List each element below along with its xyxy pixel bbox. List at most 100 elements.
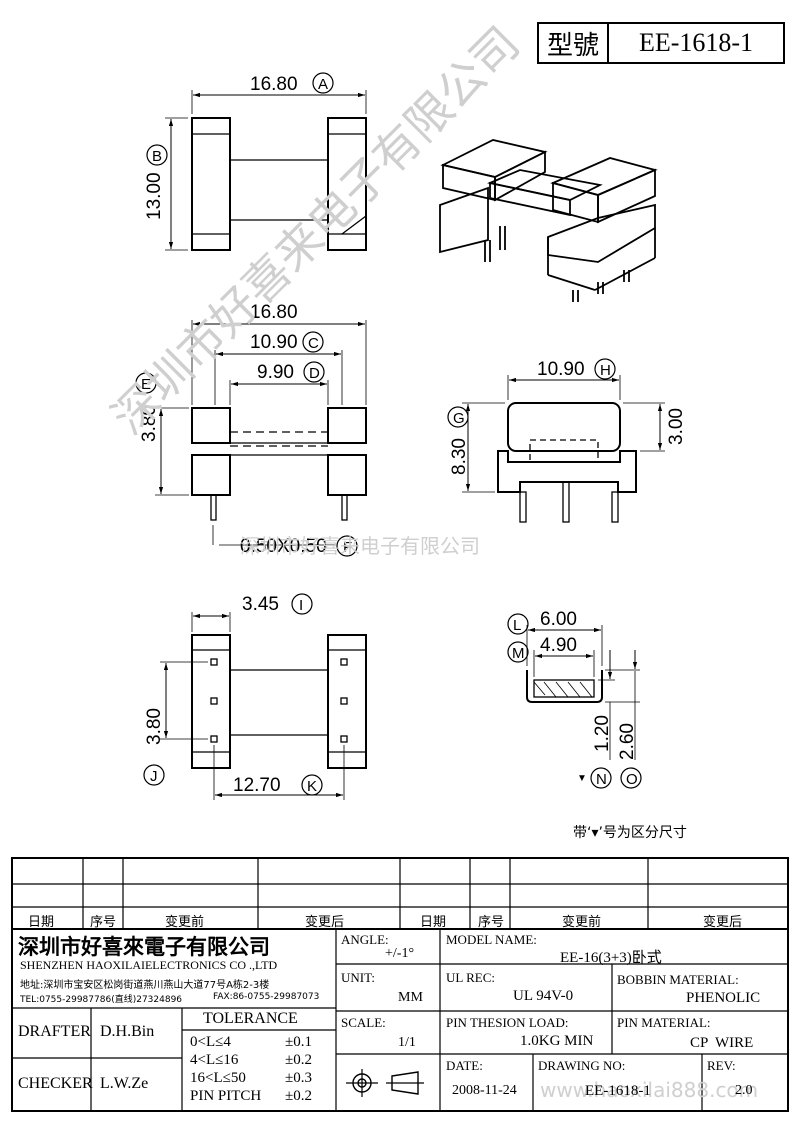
company-fax: FAX:86-0755-29987073	[213, 992, 320, 1002]
rev-header-seq-2: 序号	[478, 914, 505, 929]
angle-value: +/-1°	[385, 946, 415, 961]
bobbin-label: BOBBIN MATERIAL:	[617, 972, 739, 987]
isometric-view	[439, 139, 658, 302]
pin-load-value: 1.0KG MIN	[520, 1033, 594, 1049]
label-B: B	[146, 144, 168, 166]
date-value: 2008-11-24	[452, 1083, 517, 1098]
dim-L: 6.00	[540, 609, 577, 630]
dim-C: 10.90	[250, 332, 298, 353]
label-H: H	[594, 358, 616, 380]
rev-header-before-1: 变更前	[165, 914, 205, 929]
svg-text:D: D	[309, 365, 320, 382]
dim-F: 0.50X0.50	[240, 536, 327, 557]
rev-header-date-1: 日期	[28, 914, 55, 929]
title-block-grid	[11, 857, 789, 1112]
top-view	[165, 90, 367, 251]
company-tel: TEL:0755-29987786(直线)27324896	[20, 995, 183, 1005]
checker-label: CHECKER	[18, 1075, 93, 1092]
company-name-cn: 深圳市好喜來電子有限公司	[18, 934, 270, 959]
label-G: G	[447, 406, 469, 428]
svg-text:B: B	[152, 148, 162, 165]
label-A: A	[312, 72, 334, 94]
tolerance-value-3: ±0.3	[285, 1070, 312, 1086]
label-L: L	[507, 613, 529, 635]
drawing-no-label: DRAWING NO:	[538, 1058, 626, 1073]
dim-G: 8.30	[449, 438, 470, 475]
svg-text:F: F	[343, 539, 352, 556]
dim-B: 13.00	[144, 172, 165, 220]
distinguish-marker: ▼	[577, 773, 587, 784]
label-J: J	[143, 764, 165, 786]
tolerance-value-1: ±0.1	[285, 1034, 312, 1050]
pin-material-label: PIN MATERIAL:	[617, 1015, 711, 1030]
model-number: EE-1618-1	[638, 28, 754, 57]
rev-header-date-2: 日期	[420, 914, 447, 929]
tolerance-value-4: ±0.2	[285, 1088, 312, 1104]
angle-label: ANGLE:	[341, 932, 389, 947]
svg-text:K: K	[307, 778, 317, 795]
side-view	[462, 375, 665, 523]
model-name-value: EE-16(3+3)卧式	[560, 950, 662, 966]
rev-label: REV:	[707, 1058, 736, 1073]
company-name-en: SHENZHEN HAOXILAIELECTRONICS CO .,LTD	[20, 958, 278, 972]
pin-load-label: PIN THESION LOAD:	[446, 1015, 569, 1030]
svg-text:I: I	[299, 597, 303, 614]
drawing-no-value: EE-1618-1	[585, 1083, 651, 1099]
tolerance-title: TOLERANCE	[203, 1010, 298, 1027]
unit-value: MM	[398, 990, 423, 1005]
label-D: D	[303, 361, 325, 383]
svg-text:J: J	[150, 768, 158, 785]
label-F: F	[336, 535, 358, 557]
svg-text:N: N	[596, 771, 607, 788]
dim-H: 10.90	[537, 359, 585, 380]
svg-text:L: L	[513, 617, 521, 634]
svg-text:M: M	[512, 645, 525, 662]
scale-value: 1/1	[398, 1035, 416, 1050]
tolerance-range-2: 4<L≤16	[190, 1052, 239, 1068]
model-header: 型號 EE-1618-1	[537, 22, 785, 64]
dim-I: 3.45	[242, 594, 279, 615]
pin-material-value: CP WIRE	[690, 1035, 754, 1051]
rev-header-after-2: 变更后	[703, 914, 743, 929]
dim-E: 3.80	[139, 405, 160, 442]
dim-right-height: 3.00	[666, 408, 687, 445]
label-M: M	[507, 641, 529, 663]
label-K: K	[301, 774, 323, 796]
tolerance-range-1: 0<L≤4	[190, 1034, 231, 1050]
dim-M: 4.90	[540, 635, 577, 656]
svg-text:C: C	[308, 335, 319, 352]
svg-text:E: E	[141, 376, 151, 393]
company-address: 地址:深圳市宝安区松岗街道燕川燕山大道77号A栋2-3楼	[20, 980, 270, 991]
tolerance-range-4: PIN PITCH	[190, 1088, 262, 1104]
dim-K: 12.70	[233, 775, 281, 796]
svg-text:O: O	[626, 771, 638, 788]
dim-width2: 16.80	[250, 302, 298, 323]
dim-D: 9.90	[257, 362, 294, 383]
tolerance-range-3: 16<L≤50	[190, 1070, 246, 1086]
rev-header-before-2: 变更前	[562, 914, 602, 929]
ul-value: UL 94V-0	[513, 988, 574, 1004]
distinguish-note: 带‘▾’号为区分尺寸	[573, 825, 687, 841]
rev-value: 2.0	[735, 1083, 753, 1098]
front-view	[155, 320, 367, 546]
dim-J: 3.80	[144, 708, 165, 745]
unit-label: UNIT:	[341, 970, 376, 985]
model-name-label: MODEL NAME:	[446, 932, 537, 947]
label-C: C	[302, 331, 324, 353]
label-E: E	[135, 372, 157, 394]
tolerance-value-2: ±0.2	[285, 1052, 312, 1068]
svg-text:G: G	[453, 410, 465, 427]
svg-text:H: H	[600, 362, 611, 379]
section-view	[526, 625, 640, 760]
bottom-view	[160, 612, 367, 800]
checker-name: L.W.Ze	[100, 1075, 149, 1092]
bobbin-value: PHENOLIC	[686, 990, 761, 1006]
dim-A: 16.80	[250, 74, 298, 95]
dim-N: 1.20	[592, 715, 613, 752]
ul-label: UL REC:	[446, 970, 495, 985]
svg-text:A: A	[318, 76, 328, 93]
rev-header-after-1: 变更后	[305, 914, 345, 929]
label-O: O	[620, 767, 642, 789]
